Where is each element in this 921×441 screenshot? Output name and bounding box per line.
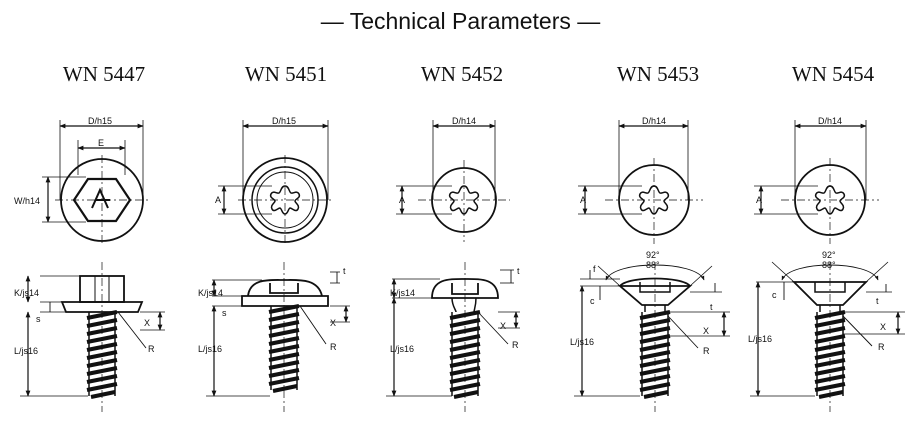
angle-label-88: 88°	[646, 260, 660, 270]
dim-label-a: A	[215, 195, 221, 205]
dim-label-f: f	[593, 264, 596, 274]
dim-label-t: t	[517, 266, 520, 276]
dim-label-r: R	[878, 342, 885, 352]
dim-label-c: c	[772, 290, 777, 300]
dim-label-d: D/h15	[272, 116, 296, 126]
dim-label-x: X	[500, 321, 506, 331]
dim-label-k: K/js14	[14, 288, 39, 298]
dim-label-x: X	[703, 326, 709, 336]
dim-label-d: D/h14	[452, 116, 476, 126]
dim-label-c: c	[590, 296, 595, 306]
standard-label-wn5447: WN 5447	[62, 62, 146, 86]
dim-label-l: L/js16	[14, 346, 38, 356]
standard-label-wn5451: WN 5451	[244, 62, 328, 86]
dim-label-x: X	[330, 318, 336, 328]
page-title: — Technical Parameters —	[320, 8, 601, 34]
wn5454-side-view	[750, 261, 905, 412]
dim-label-r: R	[330, 342, 337, 352]
dim-label-a: A	[580, 195, 586, 205]
dim-label-r: R	[148, 344, 155, 354]
dim-label-r: R	[512, 340, 519, 350]
dim-label-t: t	[343, 266, 346, 276]
angle-label-92: 92°	[646, 250, 660, 260]
standard-label-wn5452: WN 5452	[420, 62, 504, 86]
dim-label-l: L/js16	[748, 334, 772, 344]
dim-label-e: E	[98, 138, 104, 148]
angle-label-92: 92°	[822, 250, 836, 260]
dim-label-l: L/js16	[570, 337, 594, 347]
dim-label-x: X	[880, 322, 886, 332]
dim-label-l: L/js16	[198, 344, 222, 354]
dim-label-l: L/js16	[390, 344, 414, 354]
dim-label-x: X	[144, 318, 150, 328]
dim-label-w: W/h14	[14, 196, 40, 206]
dim-label-t: t	[876, 296, 879, 306]
standard-label-wn5454: WN 5454	[791, 62, 875, 86]
dim-label-d: D/h14	[642, 116, 666, 126]
dim-label-d: D/h15	[88, 116, 112, 126]
dim-label-s: s	[222, 308, 227, 318]
standard-label-wn5453: WN 5453	[616, 62, 700, 86]
dim-label-k: K/js14	[390, 288, 415, 298]
dim-label-k: K/js14	[198, 288, 223, 298]
wn5454-top-view	[754, 120, 879, 244]
dim-label-r: R	[703, 346, 710, 356]
wn5451-top-view	[218, 120, 333, 246]
dim-label-t: t	[710, 302, 713, 312]
dim-label-a: A	[399, 195, 405, 205]
wn5447-top-view	[42, 120, 150, 246]
angle-label-88: 88°	[822, 260, 836, 270]
dim-label-a: A	[756, 195, 762, 205]
wn5452-top-view	[396, 120, 510, 242]
wn5453-side-view	[574, 262, 730, 412]
wn5453-top-view	[578, 120, 703, 244]
dim-label-d: D/h14	[818, 116, 842, 126]
dim-label-s: s	[36, 314, 41, 324]
